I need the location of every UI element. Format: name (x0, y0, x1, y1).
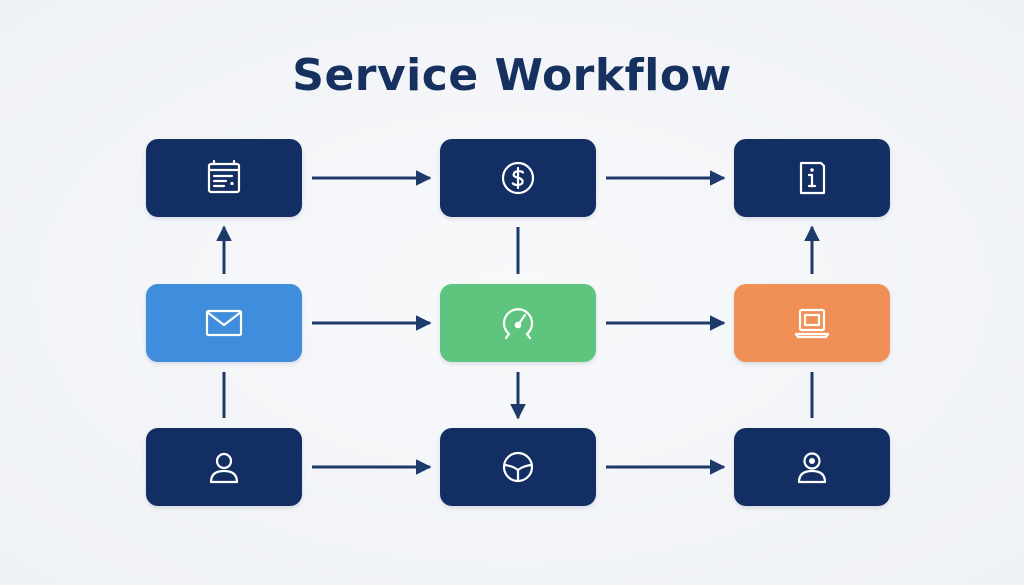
user-icon (209, 452, 239, 484)
node-control[interactable] (440, 428, 596, 506)
node-agent[interactable] (734, 428, 890, 506)
envelope-icon (205, 309, 243, 337)
node-info[interactable] (734, 139, 890, 217)
node-user[interactable] (146, 428, 302, 506)
node-form[interactable] (146, 139, 302, 217)
dollar-icon (501, 161, 535, 195)
steering-wheel-icon (502, 451, 534, 483)
node-review[interactable] (440, 284, 596, 362)
gauge-icon (502, 308, 534, 340)
diagram-title: Service Workflow (292, 50, 732, 101)
node-email[interactable] (146, 284, 302, 362)
node-device[interactable] (734, 284, 890, 362)
laptop-icon (794, 308, 830, 339)
form-icon (207, 159, 241, 194)
info-icon (799, 161, 826, 195)
agent-icon (797, 452, 827, 484)
node-payment[interactable] (440, 139, 596, 217)
